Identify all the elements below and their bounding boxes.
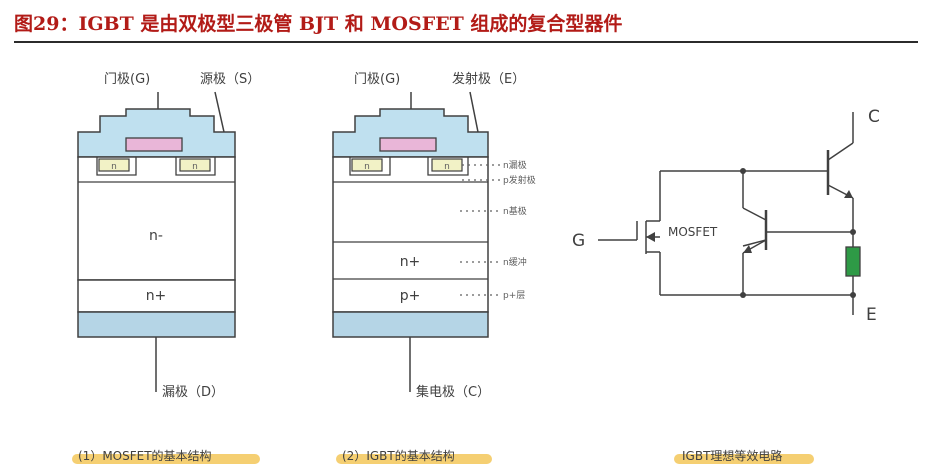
mosfet-n-plus-label: n+	[146, 288, 167, 304]
annotation-n-buffer: n缓冲	[503, 256, 527, 268]
mosfet-n-minus-region	[77, 156, 236, 281]
caption-highlight-3	[674, 454, 814, 464]
mosfet-p-well-right	[175, 157, 216, 176]
mosfet-symbol-label: MOSFET	[668, 225, 718, 239]
equivalent-circuit	[598, 112, 861, 315]
mosfet-n-implant-right	[179, 158, 211, 172]
igbt-gate-poly	[379, 137, 437, 152]
terminal-c-label: C	[868, 107, 880, 127]
terminal-e-label: E	[866, 305, 877, 325]
caption-highlight-1	[72, 454, 260, 464]
igbt-n-implant-left-label: n	[364, 162, 370, 172]
mosfet-gate-poly	[125, 137, 183, 152]
mosfet-arrow	[646, 232, 655, 242]
igbt-p-plus-label: p+	[400, 288, 421, 304]
igbt-emitter-lead	[469, 91, 479, 133]
igbt-gate-label: 门极(G)	[354, 72, 400, 87]
mosfet-n-implant-left	[98, 158, 130, 172]
caption-mosfet: (1）MOSFET的基本结构	[78, 448, 212, 463]
annotation-p-plus-layer: p+层	[503, 290, 525, 301]
annotation-n-base: n基极	[503, 205, 527, 217]
lower-bjt-arrow	[743, 245, 752, 253]
igbt-p-well-left	[349, 157, 391, 176]
mosfet-source-label: 源极（S）	[200, 72, 260, 87]
igbt-n-plus-label: n+	[400, 254, 421, 270]
figure-title: 图29：IGBT 是由双极型三极管 BJT 和 MOSFET 组成的复合型器件	[14, 13, 623, 35]
mosfet-source-lead	[214, 91, 225, 133]
mosfet-gate-label: 门极(G)	[104, 72, 150, 87]
upper-bjt-emitter-arrow	[844, 190, 853, 198]
mosfet-n-minus-label: n-	[149, 228, 163, 244]
mosfet-n-implant-right-label: n	[192, 162, 198, 172]
igbt-collector-metal	[332, 311, 489, 338]
igbt-emitter-label: 发射极（E）	[452, 71, 525, 87]
title-divider	[14, 41, 918, 43]
igbt-n-base-region	[332, 156, 489, 313]
captions: (1）MOSFET的基本结构 (2）IGBT的基本结构 IGBT理想等效电路	[72, 448, 814, 464]
upper-bjt-collector-leg	[827, 142, 854, 161]
mosfet-n-implant-left-label: n	[111, 162, 117, 172]
igbt-n-implant-left	[351, 158, 383, 172]
mosfet-drain-label: 漏极（D）	[162, 384, 224, 400]
terminal-g-label: G	[572, 231, 585, 251]
mosfet-drain-metal	[77, 311, 236, 338]
circuit-markers	[646, 168, 856, 298]
mosfet-p-well-left	[96, 157, 137, 176]
igbt-structure: n n n漏极 p发射极 n基极 n缓冲 p+层 门极(G) 发射极（E） n+…	[332, 71, 536, 400]
mosfet-structure: n n 门极(G) 源极（S） n- n+ 漏极（D）	[77, 72, 260, 400]
caption-highlight-2	[336, 454, 492, 464]
annotation-p-emitter: p发射极	[503, 174, 536, 186]
igbt-n-implant-right-label: n	[444, 162, 450, 172]
annotation-n-drain: n漏极	[503, 159, 527, 171]
caption-equivalent-circuit: IGBT理想等效电路	[682, 448, 782, 463]
igbt-p-well-right	[427, 157, 469, 176]
caption-igbt: (2）IGBT的基本结构	[342, 448, 455, 463]
igbt-collector-label: 集电极（C）	[416, 384, 490, 400]
resistor	[845, 246, 861, 277]
